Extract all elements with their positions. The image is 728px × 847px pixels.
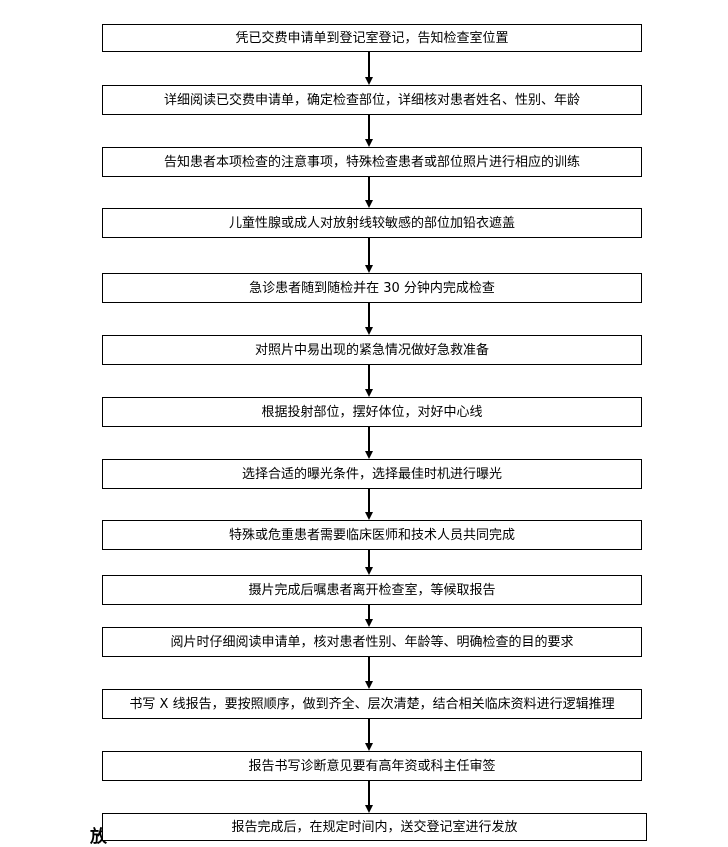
- flow-step-4: 儿童性腺或成人对放射线较敏感的部位加铅衣遮盖: [102, 208, 642, 238]
- flow-step-1: 凭已交费申请单到登记室登记，告知检查室位置: [102, 24, 642, 52]
- arrow-head-icon: [365, 743, 373, 751]
- flow-step-5: 急诊患者随到随检并在 30 分钟内完成检查: [102, 273, 642, 303]
- arrow-shaft: [368, 177, 370, 201]
- arrow-shaft: [368, 365, 370, 390]
- flow-step-3: 告知患者本项检查的注意事项，特殊检查患者或部位照片进行相应的训练: [102, 147, 642, 177]
- arrow-shaft: [368, 489, 370, 513]
- flow-step-7: 根据投射部位，摆好体位，对好中心线: [102, 397, 642, 427]
- arrow-shaft: [368, 238, 370, 266]
- flow-step-13: 报告书写诊断意见要有高年资或科主任审签: [102, 751, 642, 781]
- flow-step-11: 阅片时仔细阅读申请单，核对患者性别、年龄等、明确检查的目的要求: [102, 627, 642, 657]
- flow-step-2: 详细阅读已交费申请单，确定检查部位，详细核对患者姓名、性别、年龄: [102, 85, 642, 115]
- flow-step-12: 书写 X 线报告，要按照顺序，做到齐全、层次清楚，结合相关临床资料进行逻辑推理: [102, 689, 642, 719]
- arrow-head-icon: [365, 567, 373, 575]
- arrow-shaft: [368, 115, 370, 140]
- arrow-head-icon: [365, 805, 373, 813]
- flow-step-14: 报告完成后，在规定时间内，送交登记室进行发放: [102, 813, 647, 841]
- arrow-head-icon: [365, 681, 373, 689]
- arrow-shaft: [368, 781, 370, 806]
- arrow-shaft: [368, 605, 370, 620]
- arrow-head-icon: [365, 265, 373, 273]
- arrow-head-icon: [365, 139, 373, 147]
- flow-step-9: 特殊或危重患者需要临床医师和技术人员共同完成: [102, 520, 642, 550]
- flow-step-8: 选择合适的曝光条件，选择最佳时机进行曝光: [102, 459, 642, 489]
- arrow-shaft: [368, 550, 370, 568]
- arrow-shaft: [368, 657, 370, 682]
- flow-step-10: 摄片完成后嘱患者离开检查室，等候取报告: [102, 575, 642, 605]
- arrow-head-icon: [365, 200, 373, 208]
- arrow-head-icon: [365, 327, 373, 335]
- arrow-head-icon: [365, 389, 373, 397]
- arrow-head-icon: [365, 451, 373, 459]
- flow-step-6: 对照片中易出现的紧急情况做好急救准备: [102, 335, 642, 365]
- arrow-head-icon: [365, 512, 373, 520]
- arrow-head-icon: [365, 77, 373, 85]
- arrow-head-icon: [365, 619, 373, 627]
- arrow-shaft: [368, 719, 370, 744]
- arrow-shaft: [368, 52, 370, 78]
- arrow-shaft: [368, 427, 370, 452]
- arrow-shaft: [368, 303, 370, 328]
